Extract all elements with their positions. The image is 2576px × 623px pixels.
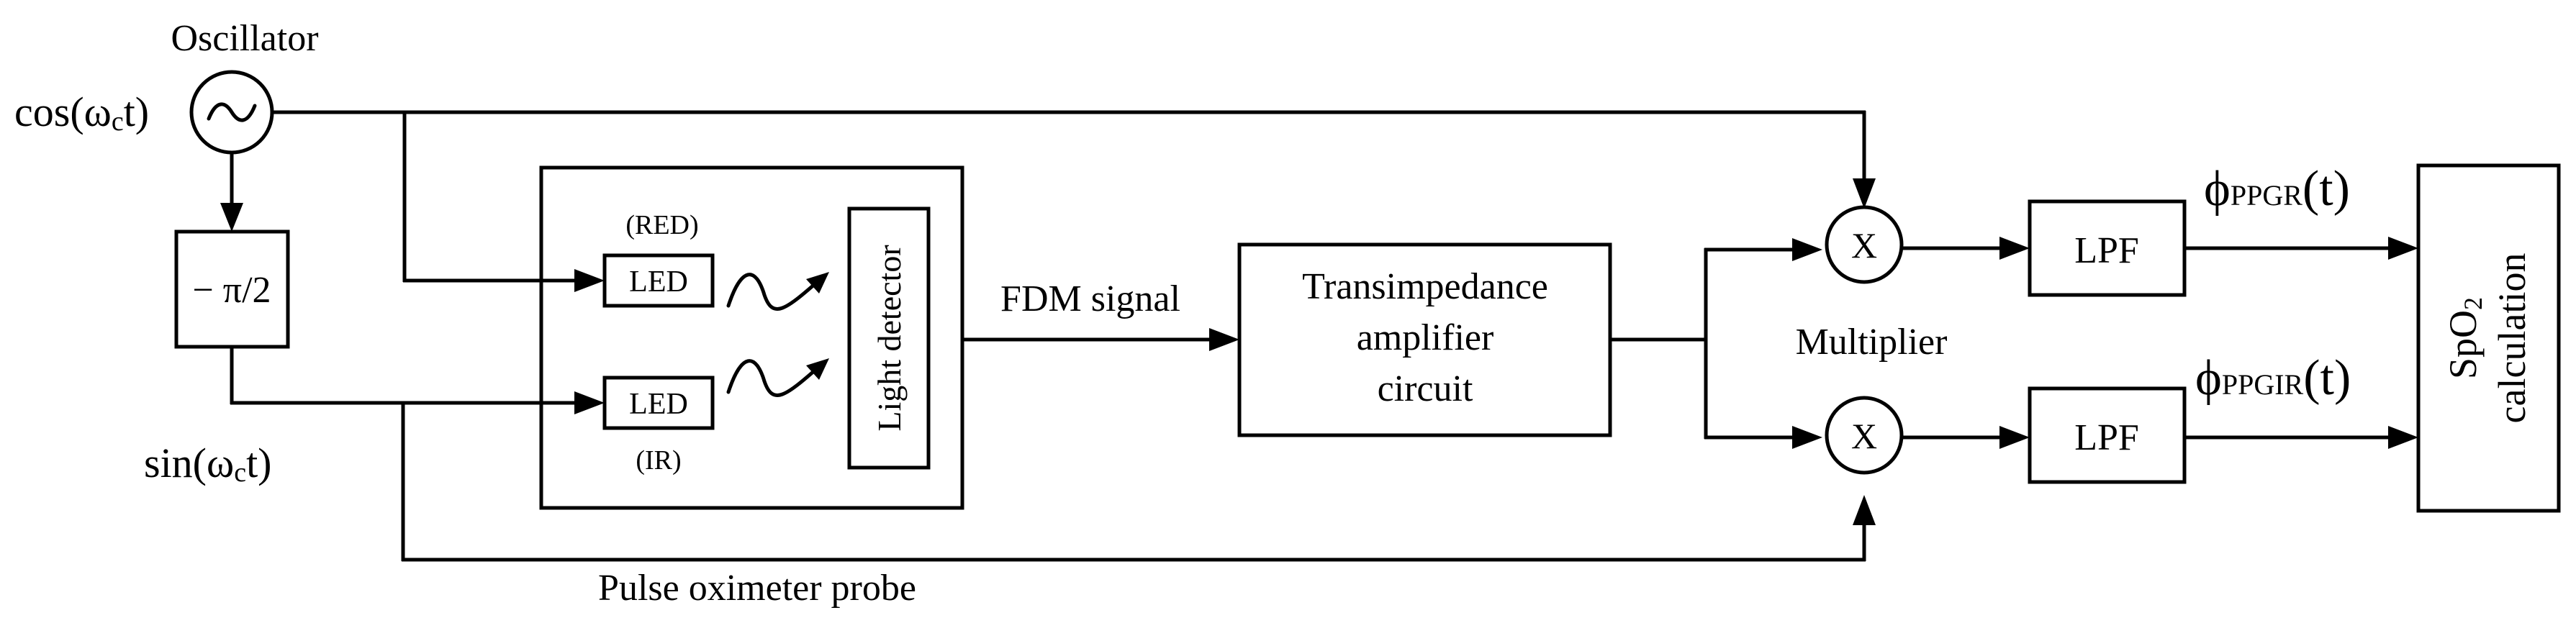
arrowhead [1999, 426, 2030, 449]
arrowhead [574, 269, 605, 292]
spo2-box [2416, 163, 2561, 513]
probe-caption: Pulse oximeter probe [598, 568, 916, 609]
led-ir-tag: (IR) [636, 445, 681, 476]
phi-ppgr-label: ϕPPGR(t) [2204, 161, 2350, 217]
led-red-tag: (RED) [625, 210, 698, 240]
arrowhead [1853, 178, 1876, 209]
cos-label: cos(ωct) [14, 88, 149, 137]
sin-label: sin(ωct) [144, 440, 272, 488]
oscillator-title: Oscillator [171, 18, 318, 59]
multiplier-label: Multiplier [1796, 322, 1948, 363]
multiplier-bottom-symbol: X [1851, 416, 1877, 456]
arrowhead [806, 358, 829, 380]
arrowhead [1792, 426, 1822, 449]
fdm-label: FDM signal [1000, 278, 1180, 319]
lpf-top-label: LPF [2074, 230, 2139, 271]
sine-icon [207, 102, 257, 122]
tia-line3: circuit [1378, 368, 1473, 409]
phase-shifter-label: − π/2 [192, 270, 271, 311]
light-ray-icon [726, 273, 823, 311]
arrowhead [2388, 426, 2418, 449]
arrowhead [574, 391, 605, 414]
arrowhead [1853, 495, 1876, 525]
arrowhead [1792, 238, 1822, 261]
multiplier-top-symbol: X [1851, 225, 1877, 265]
multiplier-bottom-circle [1825, 396, 1904, 475]
lpf-bottom-label: LPF [2074, 417, 2139, 458]
spo2-line2: calculation [2490, 253, 2534, 424]
arrowhead [806, 272, 829, 294]
arrowhead [2388, 237, 2418, 260]
arrowhead [1999, 237, 2030, 260]
led-red-box[interactable] [602, 253, 715, 308]
led-ir-box[interactable] [602, 376, 715, 430]
led-red-label: LED [629, 265, 688, 299]
arrowhead [220, 203, 243, 232]
spo2-line1: SpO2 [2441, 297, 2487, 379]
tia-line2: amplifier [1357, 317, 1494, 358]
tia-line1: Transimpedance [1302, 266, 1548, 307]
lpf-bottom-box [2028, 386, 2187, 484]
multiplier-top-circle [1825, 205, 1904, 284]
phi-ppgir-label: ϕPPGIR(t) [2195, 350, 2351, 406]
light-detector-box [847, 206, 931, 470]
arrowhead [1209, 328, 1239, 351]
light-ray-icon [726, 359, 823, 397]
led-ir-label: LED [629, 388, 688, 421]
light-detector-label: Light detector [871, 245, 908, 431]
